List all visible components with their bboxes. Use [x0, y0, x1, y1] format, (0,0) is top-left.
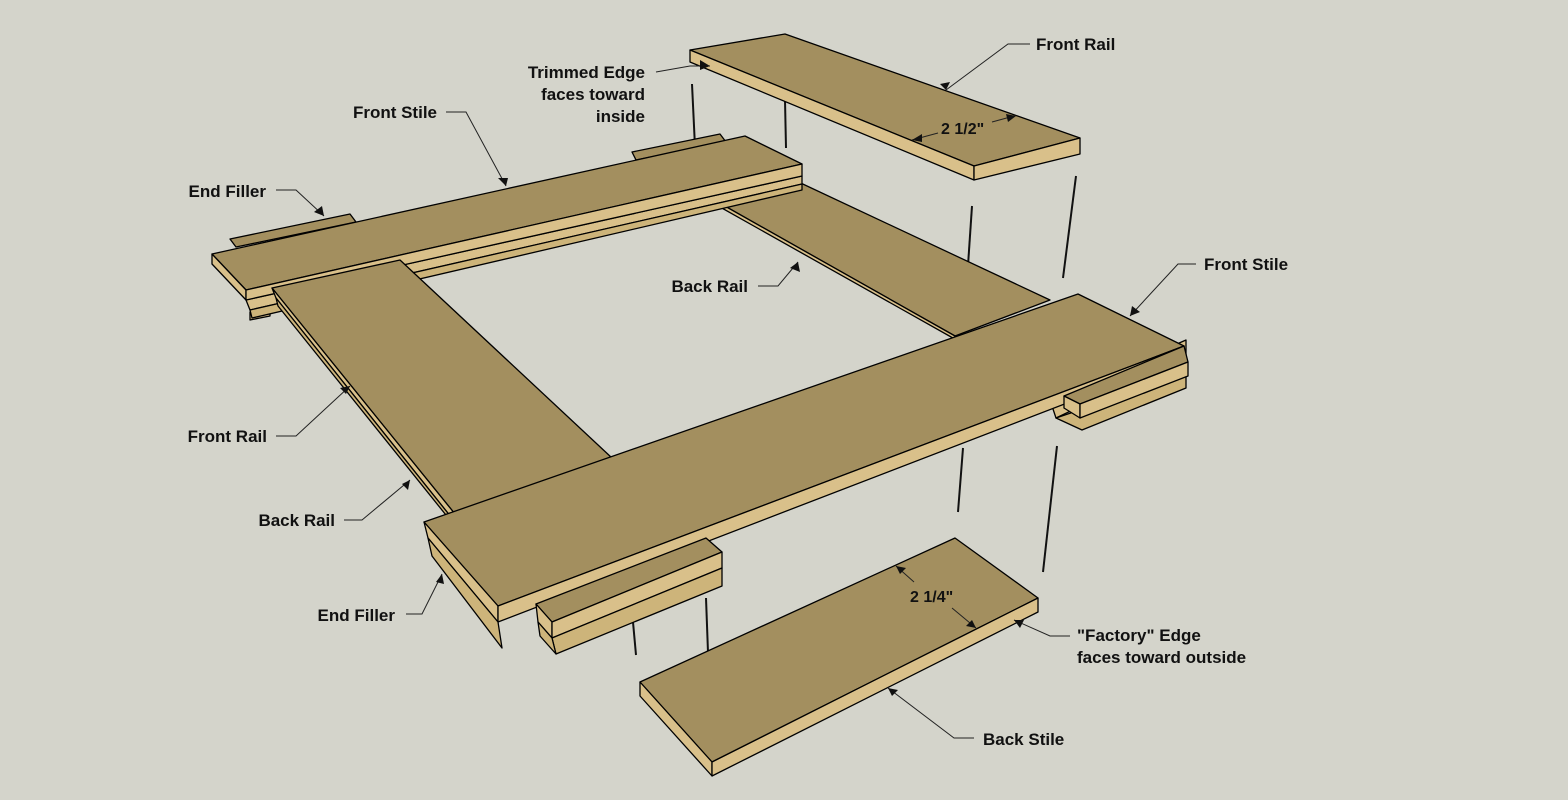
label-back-rail-left: Back Rail	[258, 511, 335, 530]
end-filler-right-board	[1063, 345, 1189, 419]
label-front-stile-top: Front Stile	[353, 103, 437, 122]
label-end-filler-bottom: End Filler	[318, 606, 396, 625]
label-back-stile: Back Stile	[983, 730, 1064, 749]
label-front-stile-right: Front Stile	[1204, 255, 1288, 274]
leader-lines	[276, 43, 1196, 739]
label-factory-edge-line2: faces toward outside	[1077, 648, 1246, 667]
label-front-rail-top: Front Rail	[1036, 35, 1115, 54]
label-trimmed-edge-line3: inside	[596, 107, 645, 126]
back-stile-floating-board	[639, 537, 1039, 777]
front-stile-top-board	[211, 135, 803, 301]
label-trimmed-edge-line2: faces toward	[541, 85, 645, 104]
dimension-stile-width: 2 1/4"	[895, 565, 977, 629]
callout-labels: Front Rail Trimmed Edge faces toward ins…	[188, 35, 1288, 749]
stile-width-label: 2 1/4"	[910, 589, 953, 606]
label-front-rail-left: Front Rail	[188, 427, 267, 446]
label-trimmed-edge-line1: Trimmed Edge	[528, 63, 645, 82]
rail-width-label: 2 1/2"	[941, 121, 984, 138]
back-rail-top-board	[699, 177, 1051, 343]
front-rail-left-board	[271, 259, 613, 531]
label-factory-edge-line1: "Factory" Edge	[1077, 626, 1201, 645]
assembly-guide-lines	[632, 83, 1077, 735]
dimension-rail-width: 2 1/2"	[911, 114, 1016, 142]
front-rail-floating-board	[689, 33, 1081, 181]
label-end-filler-top: End Filler	[189, 182, 267, 201]
end-filler-bottom-board	[535, 537, 723, 655]
label-back-rail-top: Back Rail	[671, 277, 748, 296]
